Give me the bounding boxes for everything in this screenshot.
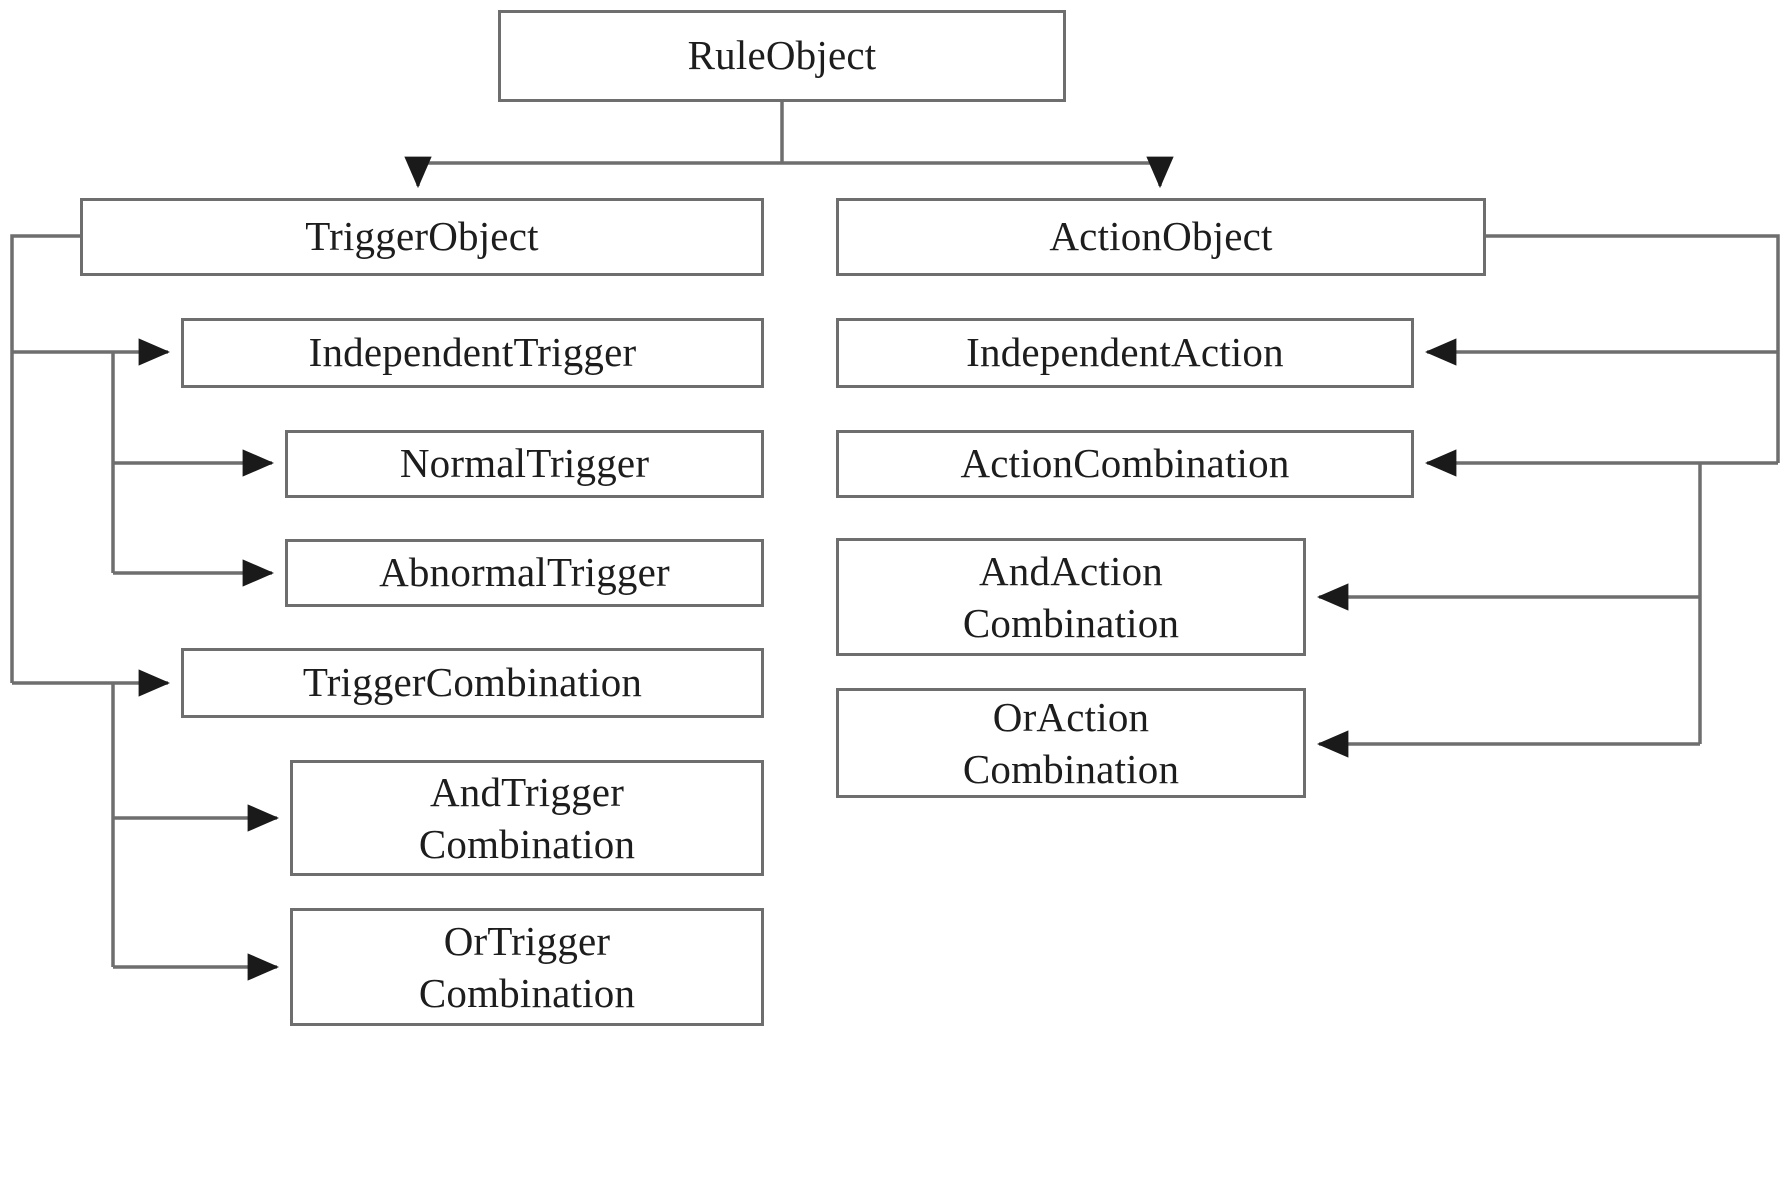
edge-trigger-spine [10, 234, 80, 683]
node-label: AbnormalTrigger [379, 549, 670, 596]
node-label: TriggerObject [305, 213, 539, 260]
node-trigger-combination[interactable]: TriggerCombination [181, 648, 764, 718]
node-rule-object[interactable]: RuleObject [498, 10, 1066, 102]
node-label: IndependentTrigger [308, 329, 637, 376]
node-label: NormalTrigger [399, 440, 650, 487]
node-label: IndependentAction [966, 329, 1284, 376]
node-and-trigger-combination[interactable]: AndTrigger Combination [290, 760, 764, 876]
node-label: AndAction Combination [962, 547, 1180, 646]
node-label: TriggerCombination [302, 659, 643, 706]
node-label: OrAction Combination [962, 693, 1180, 792]
node-label: ActionCombination [960, 440, 1290, 487]
node-label: AndTrigger Combination [418, 768, 636, 867]
edge-action-spine [1486, 234, 1780, 463]
node-or-action-combination[interactable]: OrAction Combination [836, 688, 1306, 798]
node-action-object[interactable]: ActionObject [836, 198, 1486, 276]
node-label: RuleObject [687, 32, 877, 79]
node-trigger-object[interactable]: TriggerObject [80, 198, 764, 276]
node-label: ActionObject [1049, 213, 1273, 260]
node-independent-trigger[interactable]: IndependentTrigger [181, 318, 764, 388]
node-label: OrTrigger Combination [418, 917, 636, 1016]
node-action-combination[interactable]: ActionCombination [836, 430, 1414, 498]
node-or-trigger-combination[interactable]: OrTrigger Combination [290, 908, 764, 1026]
node-and-action-combination[interactable]: AndAction Combination [836, 538, 1306, 656]
node-abnormal-trigger[interactable]: AbnormalTrigger [285, 539, 764, 607]
node-normal-trigger[interactable]: NormalTrigger [285, 430, 764, 498]
node-independent-action[interactable]: IndependentAction [836, 318, 1414, 388]
